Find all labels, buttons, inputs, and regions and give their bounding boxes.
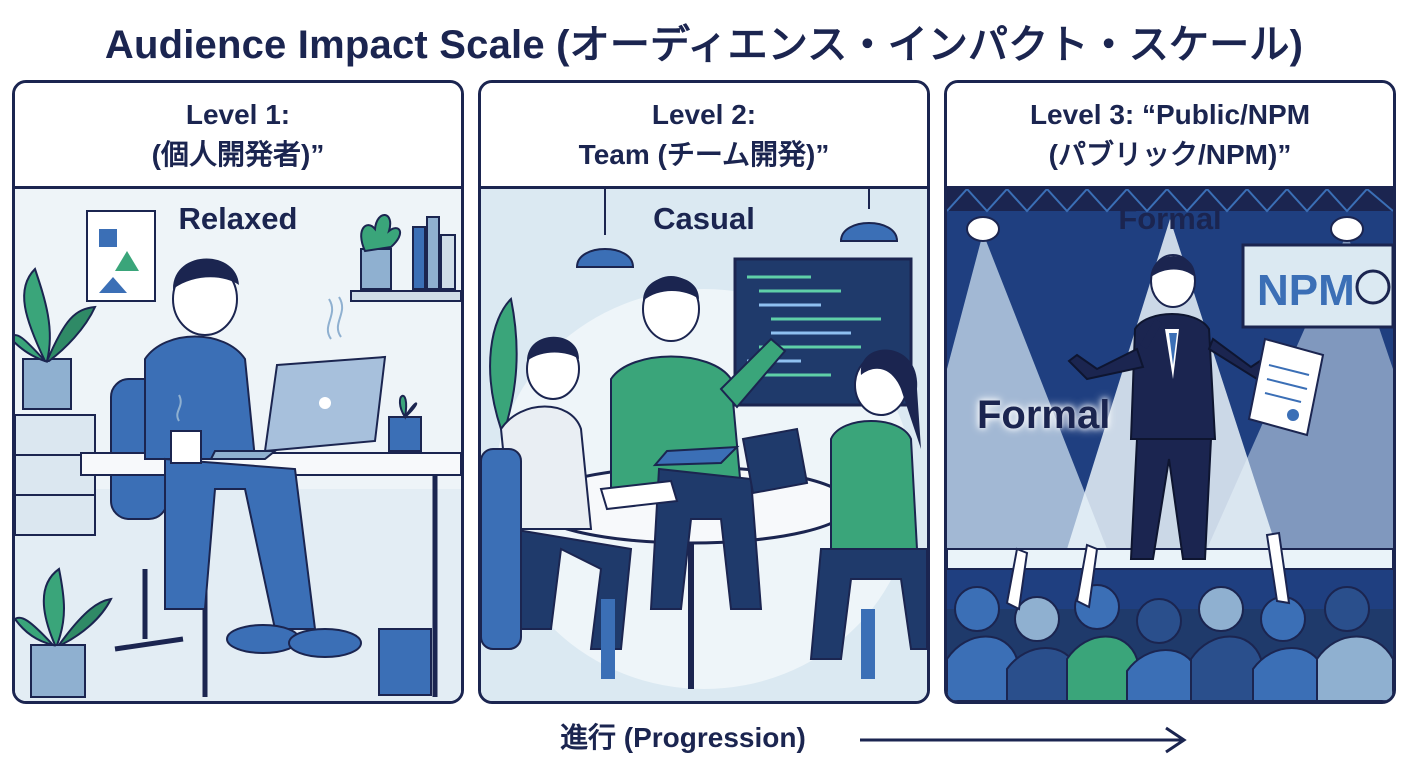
panel-level-3-subheading: (パブリック/NPM)” bbox=[1048, 138, 1292, 170]
panel-level-3: Level 3: “Public/NPM (パブリック/NPM)” NPM bbox=[944, 80, 1396, 704]
panel-level-3-heading: Level 3: “Public/NPM bbox=[1029, 98, 1311, 130]
panel-level-1-illustration bbox=[15, 189, 461, 701]
npm-sign-text: NPM bbox=[1257, 266, 1355, 315]
panel-level-1: Level 1: (個人開発者)” bbox=[12, 80, 464, 704]
panel-level-2-header: Level 2: Team (チーム開発)” bbox=[481, 83, 927, 189]
diagram-title: Audience Impact Scale (オーディエンス・インパクト・スケー… bbox=[104, 23, 1304, 67]
panel-level-1-tone: Relaxed bbox=[178, 201, 298, 236]
panel-level-2: Level 2: Team (チーム開発)” bbox=[478, 80, 930, 704]
panel-level-1-header: Level 1: (個人開発者)” bbox=[15, 83, 461, 189]
panel-level-1-subheading: (個人開発者)” bbox=[151, 138, 325, 170]
panel-level-2-heading: Level 2: bbox=[651, 98, 757, 130]
panel-level-3-illustration: NPM bbox=[947, 189, 1393, 701]
progression-arrow-icon bbox=[860, 726, 1187, 754]
panel-level-1-heading: Level 1: bbox=[185, 98, 291, 130]
progression-label: 進行 (Progression) bbox=[560, 722, 806, 753]
panel-level-2-illustration bbox=[481, 189, 927, 701]
panel-level-2-tone: Casual bbox=[653, 201, 755, 236]
panel-level-3-tone: Formal bbox=[1118, 201, 1222, 236]
panel-level-2-subheading: Team (チーム開発)” bbox=[578, 138, 830, 170]
panel-level-3-tone-banner: Formal bbox=[977, 393, 1111, 437]
panel-level-3-header: Level 3: “Public/NPM (パブリック/NPM)” bbox=[947, 83, 1393, 189]
